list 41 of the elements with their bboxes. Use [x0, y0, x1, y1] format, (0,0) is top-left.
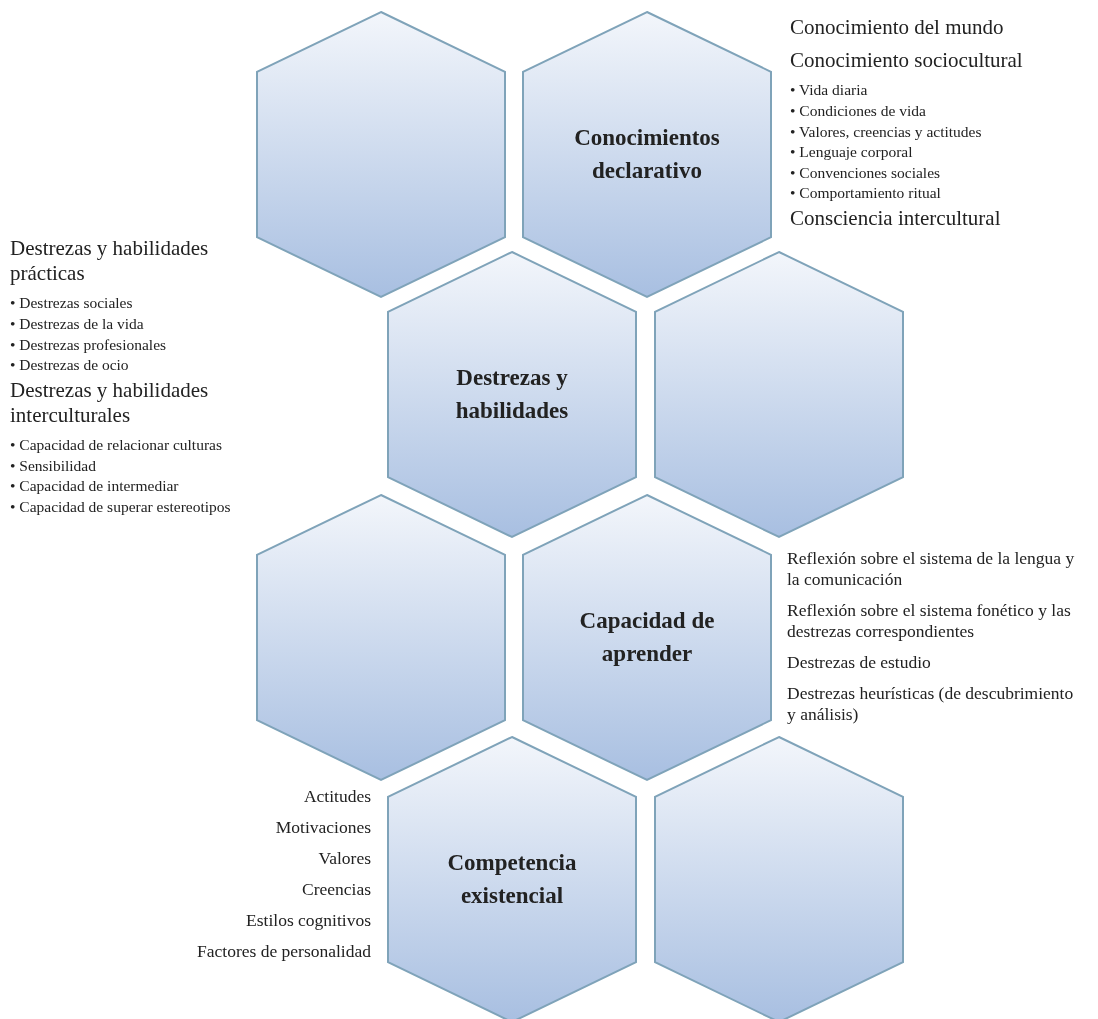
description-text: Destrezas heurísticas (de descubrimiento y análisis): [787, 683, 1075, 725]
bullet-item: • Sensibilidad: [10, 456, 97, 476]
bullet-item: • Destrezas de ocio: [10, 356, 130, 375]
hexagon-shape: [523, 495, 771, 780]
hexagon-shape: [655, 252, 903, 537]
description-text: Motivaciones: [274, 817, 371, 838]
node-title: Competencia existencial: [446, 849, 578, 910]
hexagon-shape: [655, 737, 903, 1019]
hexagon-shape: [523, 12, 771, 297]
description-text: Reflexión sobre el sistema fonético y las destrezas correspondientes: [787, 600, 1072, 642]
bullet-item: • Destrezas profesionales: [10, 335, 168, 355]
description-text: Destrezas de estudio: [787, 652, 932, 673]
description-text: Factores de personalidad: [196, 941, 371, 962]
bullet-item: • Destrezas de la vida: [10, 314, 145, 334]
hexagon-shape: [388, 252, 636, 537]
node-title: Conocimientos declarativo: [573, 124, 721, 185]
description-text: Creencias: [301, 879, 371, 900]
description-text: Reflexión sobre el sistema de la lengua y la comunicación: [787, 548, 1076, 590]
hexagon-shape: [388, 737, 636, 1019]
description-text: Estilos cognitivos: [245, 910, 371, 931]
category-heading: Destrezas y habilidades prácticas: [10, 236, 210, 287]
category-heading: Consciencia intercultural: [790, 205, 1002, 232]
bullet-item: • Capacidad de superar estereotipos: [10, 497, 232, 517]
bullet-item: • Valores, creencias y actitudes: [790, 122, 983, 142]
node-title: Capacidad de aprender: [578, 607, 716, 668]
description-text: Actitudes: [302, 786, 371, 807]
hexagon-shape: [257, 495, 505, 780]
hexagon-shape: [257, 12, 505, 297]
bullet-item: • Convenciones sociales: [790, 163, 942, 183]
category-heading: Conocimiento del mundo: [790, 15, 1005, 41]
bullet-item: • Condiciones de vida: [790, 101, 927, 121]
category-heading: Destrezas y habilidades interculturales: [10, 377, 210, 429]
bullet-item: • Capacidad de intermediar: [10, 477, 180, 496]
bullet-item: • Capacidad de relacionar culturas: [10, 436, 223, 455]
node-title: Destrezas y habilidades: [454, 364, 570, 425]
bullet-item: • Lenguaje corporal: [790, 143, 914, 162]
category-heading: Conocimiento sociocultural: [790, 48, 1024, 74]
bullet-item: • Vida diaria: [790, 81, 869, 100]
description-text: Valores: [317, 848, 371, 869]
bullet-item: • Comportamiento ritual: [790, 184, 942, 203]
bullet-item: • Destrezas sociales: [10, 294, 134, 313]
